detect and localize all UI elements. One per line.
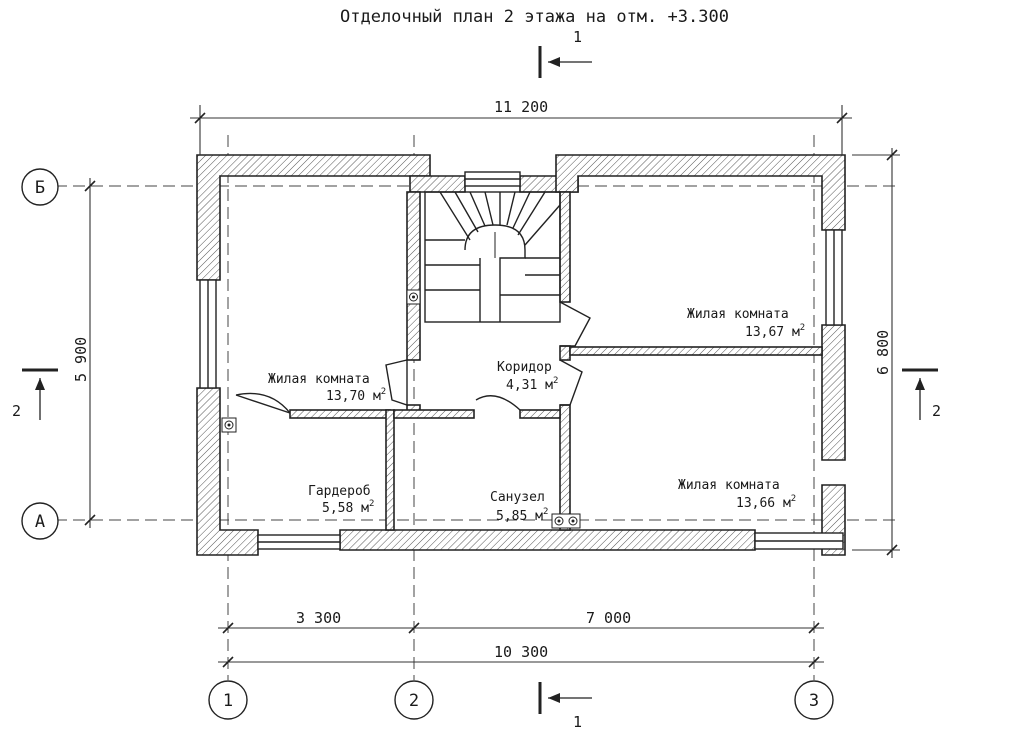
svg-text:3: 3 (809, 691, 819, 711)
windows (199, 171, 844, 550)
room-labels: Жилая комната 13,70 м2 Коридор 4,31 м2 Ж… (268, 307, 805, 524)
dim-bottom-overall: 10 300 (494, 643, 548, 661)
room-area-bathroom: 5,85 м2 (496, 507, 548, 524)
room-name-living-2: Жилая комната (687, 307, 789, 322)
room-name-corridor: Коридор (497, 360, 552, 375)
dim-right-height: 6 800 (874, 330, 892, 375)
axis-bubble-b (21, 168, 59, 206)
exterior-walls (196, 154, 846, 556)
room-area-living-2: 13,67 м2 (745, 323, 805, 340)
section-1-bottom-label: 1 (573, 713, 582, 731)
dimension-right: 6 800 (852, 148, 900, 558)
dim-left-height: 5 900 (72, 337, 90, 382)
axis-bubble-3 (794, 680, 834, 720)
room-name-living-1: Жилая комната (268, 372, 370, 387)
axis-bubbles: Б А 1 2 3 (21, 168, 834, 720)
axis-bubble-1 (208, 680, 248, 720)
room-name-wardrobe: Гардероб (308, 484, 371, 499)
drawing-title: Отделочный план 2 этажа на отм. +3.300 (340, 7, 729, 27)
section-marks: 1 1 2 2 (12, 28, 941, 731)
axis-bubble-a (21, 502, 59, 540)
section-2-left-label: 2 (12, 402, 21, 420)
svg-text:А: А (35, 512, 45, 532)
dim-bottom-seg1: 3 300 (296, 609, 341, 627)
axis-bubble-2 (394, 680, 434, 720)
dimension-top: 11 200 (190, 98, 852, 155)
doors (235, 301, 591, 414)
svg-text:2: 2 (409, 691, 419, 711)
svg-text:Б: Б (35, 178, 45, 198)
dimension-bottom: 3 300 7 000 10 300 (218, 609, 824, 668)
room-area-living-3: 13,66 м2 (736, 494, 796, 511)
interior-walls (289, 191, 823, 531)
riser-symbols (221, 289, 581, 529)
section-1-top-label: 1 (573, 28, 582, 46)
room-area-living-1: 13,70 м2 (326, 387, 386, 404)
room-name-living-3: Жилая комната (678, 478, 780, 493)
dim-bottom-seg2: 7 000 (586, 609, 631, 627)
room-area-corridor: 4,31 м2 (506, 376, 558, 393)
dim-top-overall: 11 200 (494, 98, 548, 116)
room-area-wardrobe: 5,58 м2 (322, 499, 374, 516)
staircase (424, 191, 561, 323)
dimension-left: 5 900 (72, 178, 96, 528)
section-2-right-label: 2 (932, 402, 941, 420)
room-name-bathroom: Санузел (490, 490, 545, 505)
svg-text:1: 1 (223, 691, 233, 711)
grid-axes (55, 135, 900, 680)
